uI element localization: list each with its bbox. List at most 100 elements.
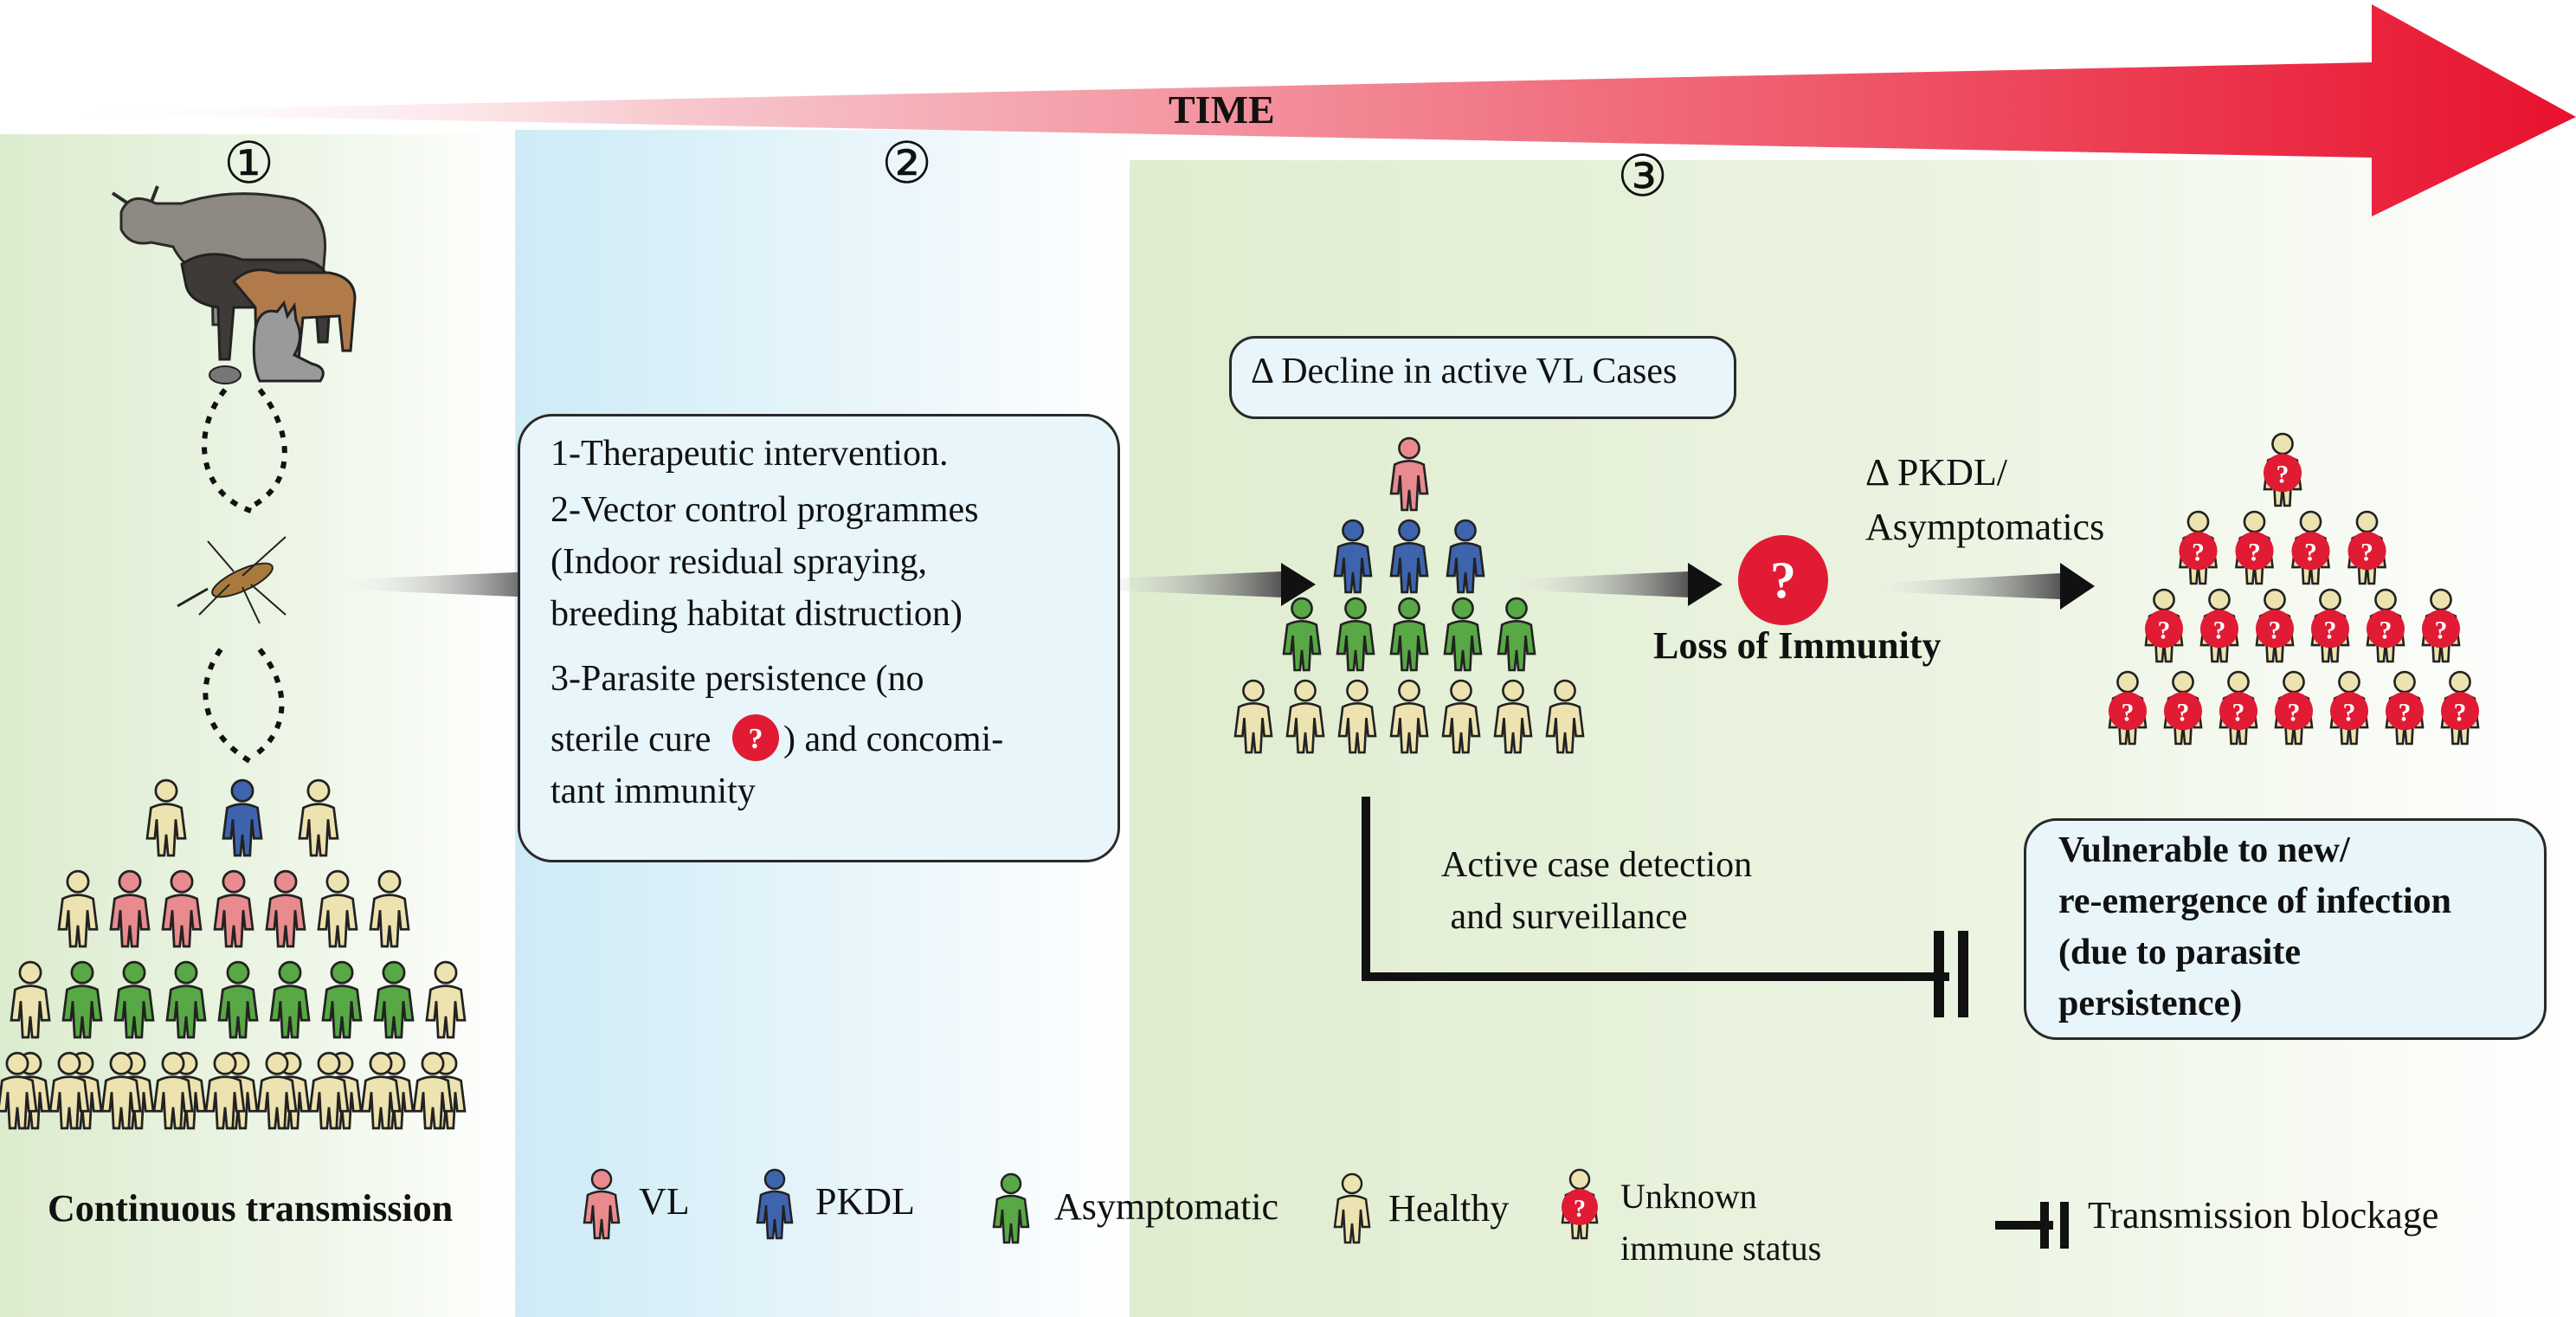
svg-text:?: ? (1574, 1196, 1586, 1223)
svg-text:?: ? (2288, 700, 2301, 727)
person-icon (256, 1051, 298, 1130)
detection-label: and surveillance (1441, 897, 1688, 937)
pkdl-label: Δ PKDL/ (1865, 451, 2007, 494)
unknown-person-icon: ? (2366, 588, 2405, 663)
person-icon (10, 960, 51, 1039)
person-icon (161, 869, 203, 948)
legend-unknown-label: immune status (1620, 1229, 1822, 1268)
intervention-line: tant immunity (551, 771, 756, 811)
person-icon (1545, 679, 1585, 754)
person-icon (0, 1051, 38, 1130)
person-icon (57, 869, 99, 948)
person-icon (1389, 597, 1429, 672)
person-icon (583, 1168, 621, 1240)
person-icon (992, 1172, 1030, 1244)
loss-of-immunity-label: Loss of Immunity (1653, 624, 1942, 667)
decline-label: Δ Decline in active VL Cases (1251, 352, 1678, 391)
time-label: TIME (1169, 87, 1275, 132)
pkdl-label: Asymptomatics (1865, 506, 2105, 548)
person-icon (145, 778, 187, 857)
person-icon (425, 960, 467, 1039)
stage-number: ① (223, 132, 275, 196)
legend-healthy-label: Healthy (1388, 1187, 1510, 1230)
person-icon (109, 869, 151, 948)
person-icon (113, 960, 155, 1039)
svg-text:?: ? (2360, 539, 2373, 567)
svg-text:?: ? (2158, 617, 2171, 645)
person-icon (1282, 597, 1322, 672)
svg-text:?: ? (2248, 539, 2261, 567)
svg-text:?: ? (2192, 539, 2205, 567)
person-icon (1389, 436, 1429, 512)
person-icon (756, 1168, 794, 1240)
unknown-person-icon: ? (2310, 588, 2350, 663)
vulnerable-box (2024, 818, 2547, 1040)
intervention-line: sterile cure (551, 720, 712, 759)
legend-vl-label: VL (639, 1180, 690, 1223)
unknown-person-icon: ? (2440, 670, 2480, 746)
unknown-person-icon: ? (2235, 510, 2274, 585)
animal-reservoir-group (111, 185, 357, 384)
vector-cycle (177, 388, 287, 765)
person-icon (1336, 597, 1375, 672)
unknown-person-icon: ? (2421, 588, 2461, 663)
vulnerable-label: persistence) (2058, 984, 2243, 1023)
unknown-status-icon: ? (732, 714, 779, 761)
intervention-line: ) and concomi- (783, 720, 1004, 759)
svg-text:?: ? (2324, 617, 2337, 645)
person-icon (321, 960, 363, 1039)
vulnerable-label: re-emergence of infection (2058, 881, 2452, 921)
unknown-person-icon: ? (2219, 670, 2258, 746)
person-icon (298, 778, 339, 857)
unknown-person-icon: ? (2108, 670, 2148, 746)
legend-unknown-label: Unknown (1620, 1177, 1757, 1216)
vulnerable-label: (due to parasite (2058, 933, 2301, 972)
intervention-line: (Indoor residual spraying, (551, 542, 928, 582)
svg-text:?: ? (2213, 617, 2226, 645)
intervention-line: 1-Therapeutic intervention. (551, 434, 949, 474)
unknown-person-icon: ? (2385, 670, 2425, 746)
person-icon (1493, 679, 1533, 754)
question-mark: ? (1770, 552, 1796, 609)
person-icon (1497, 597, 1536, 672)
unknown-person-icon: ? (2179, 510, 2218, 585)
svg-text:?: ? (2122, 700, 2135, 727)
unknown-person-icon: ? (2199, 588, 2239, 663)
svg-text:?: ? (2435, 617, 2448, 645)
blockage-icon (1995, 1202, 2069, 1249)
person-icon (61, 960, 103, 1039)
sandfly-icon (177, 536, 287, 624)
decline-box (1229, 336, 1736, 419)
person-icon (100, 1051, 142, 1130)
person-icon (1443, 597, 1483, 672)
unknown-person-icon: ? (2274, 670, 2314, 746)
person-icon (1441, 679, 1481, 754)
person-icon (217, 960, 259, 1039)
person-icon (373, 960, 415, 1039)
unknown-person-icon: ? (2347, 510, 2386, 585)
person-icon (308, 1051, 350, 1130)
detection-label: Active case detection (1441, 845, 1753, 885)
unknown-person-icon: ? (2144, 588, 2184, 663)
person-icon (369, 869, 410, 948)
person-icon (1389, 519, 1429, 594)
legend-blockage-label: Transmission blockage (2088, 1194, 2439, 1236)
person-icon (1337, 679, 1377, 754)
person-icon (317, 869, 358, 948)
person-icon (1446, 519, 1485, 594)
svg-text:?: ? (2343, 700, 2356, 727)
rodent-icon (209, 365, 242, 384)
person-icon (360, 1051, 402, 1130)
svg-text:?: ? (2454, 700, 2467, 727)
unknown-person-icon: ? (2291, 510, 2330, 585)
person-icon (48, 1051, 90, 1130)
continuous-transmission-label: Continuous transmission (48, 1187, 454, 1230)
person-icon (412, 1051, 454, 1130)
unknown-status-icon: ? (1738, 535, 1828, 625)
svg-text:?: ? (2177, 700, 2190, 727)
person-icon (1285, 679, 1325, 754)
unknown-person-icon: ? (2255, 588, 2295, 663)
person-icon (152, 1051, 194, 1130)
person-icon (265, 869, 306, 948)
